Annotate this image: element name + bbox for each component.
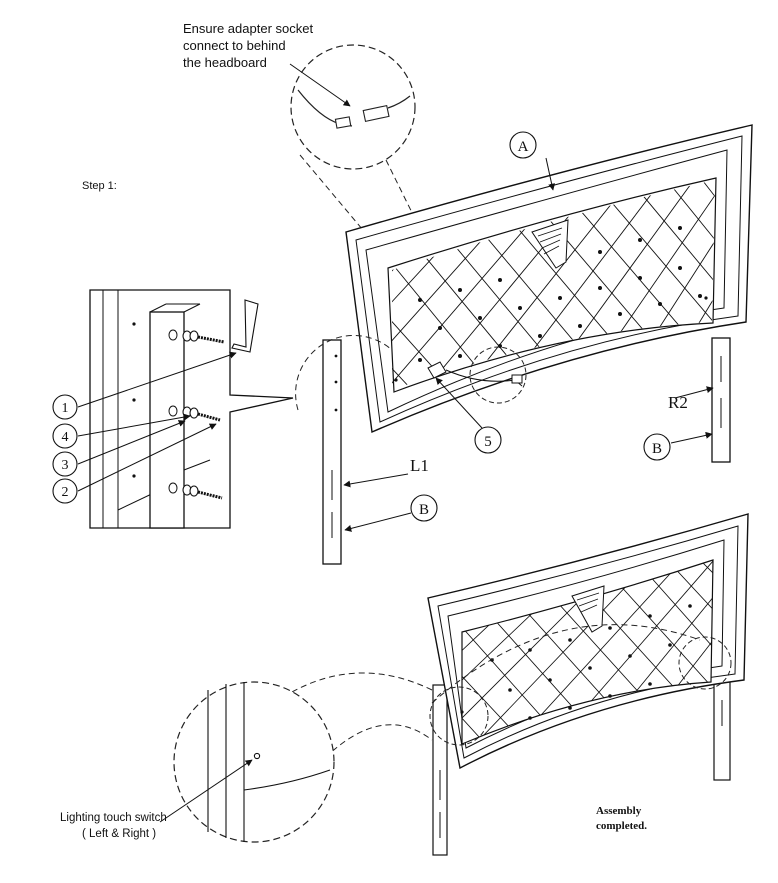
completed-light-fixture-ribs <box>576 592 600 613</box>
adapter-pointer-arrow <box>289 63 351 107</box>
pilot-hole-3 <box>132 474 136 478</box>
post-hole-3 <box>168 482 178 494</box>
label-4: 4 <box>62 430 69 445</box>
frame-hole-left <box>394 378 398 382</box>
label-3-circle <box>52 451 78 477</box>
adapter-location-circle <box>469 346 527 404</box>
headboard-frame-bevel <box>365 149 728 413</box>
switch-leader-dashed-1 <box>291 672 433 693</box>
detail-post-top-edge-2 <box>183 303 201 313</box>
post-hole-1 <box>168 329 178 341</box>
adapter-note-line3: the headboard <box>183 55 267 70</box>
switch-detail-circle <box>173 681 335 843</box>
label-L1: L1 <box>410 456 429 475</box>
label-1-circle <box>52 394 78 420</box>
label-B-right-circle <box>643 433 671 461</box>
adapter-detail-circle <box>290 44 416 170</box>
bolt-1 <box>197 335 225 344</box>
label-3-arrow <box>77 420 186 465</box>
adapter-note-line1: Ensure adapter socket <box>183 21 313 36</box>
switch-location-circle-right <box>678 636 732 690</box>
label-3: 3 <box>62 458 69 473</box>
hardware-detail-leader-arc <box>295 334 393 411</box>
post-hole-2 <box>168 405 178 417</box>
pilot-hole-1 <box>132 322 136 326</box>
touch-switch-icon <box>253 752 261 760</box>
switch-leader-dashed-2 <box>317 724 433 766</box>
hardware-detail <box>89 289 393 529</box>
bolt-3 <box>197 490 223 500</box>
right-post <box>711 337 731 463</box>
left-post-hole-3 <box>334 408 338 412</box>
switch-pointer-arrow <box>159 759 253 823</box>
panel-bevel-right <box>183 459 211 471</box>
label-B-right-arrow <box>670 431 713 444</box>
left-post-hole-2 <box>334 380 338 384</box>
label-B-left-arrow <box>344 512 412 532</box>
washer-3b <box>189 485 199 497</box>
step-title: Step 1: <box>82 180 117 192</box>
switch-note-line2: ( Left & Right ) <box>82 828 156 840</box>
label-1: 1 <box>62 401 69 416</box>
headboard-top <box>345 124 753 434</box>
frame-hole-right <box>704 296 708 300</box>
switch-panel-curve <box>243 769 331 791</box>
washer-1b <box>189 330 199 342</box>
washer-2b <box>189 407 199 419</box>
label-5-circle <box>474 426 502 454</box>
label-1-arrow <box>77 351 237 408</box>
detail-post-top-edge-1 <box>149 303 167 313</box>
completed-note-line1: Assembly <box>596 805 642 817</box>
tufting-buttons-bottom <box>490 604 692 720</box>
switch-link-dashed <box>431 624 701 704</box>
light-fixture-ribs <box>537 227 563 255</box>
label-5-arrow <box>435 377 483 429</box>
headboard-tufted-panel <box>387 177 717 393</box>
tufting-buttons-top <box>418 226 702 362</box>
completed-note-line2: completed. <box>596 820 647 832</box>
label-2-circle <box>52 478 78 504</box>
label-B-left-circle <box>410 494 438 522</box>
switch-note-line1: Lighting touch switch <box>60 812 167 824</box>
switch-location-circle-left <box>429 686 489 746</box>
label-B-right: B <box>652 441 662 457</box>
left-post <box>322 339 342 565</box>
label-R2-arrow <box>674 386 714 399</box>
label-L1-arrow <box>343 473 409 488</box>
adapter-box <box>427 361 447 379</box>
light-fixture <box>531 219 569 269</box>
headboard-completed <box>427 513 749 856</box>
label-A-circle <box>509 131 537 159</box>
adapter-socket <box>362 104 390 123</box>
label-5: 5 <box>484 434 492 450</box>
label-4-arrow <box>77 413 191 437</box>
wire-connector <box>511 374 523 384</box>
completed-frame-inner-line <box>437 525 739 759</box>
label-B-left: B <box>419 502 429 518</box>
label-2-arrow <box>77 423 217 492</box>
adapter-cable-right <box>387 95 411 109</box>
label-A-arrow <box>545 157 556 191</box>
pilot-hole-2 <box>132 398 136 402</box>
bolt-2 <box>197 412 221 422</box>
label-R2: R2 <box>668 393 688 412</box>
adapter-note-line2: connect to behind <box>183 38 286 53</box>
adapter-plug <box>334 116 352 129</box>
label-4-circle <box>52 423 78 449</box>
label-A: A <box>518 139 529 155</box>
left-post-hole-1 <box>334 354 338 358</box>
switch-detail <box>159 672 433 843</box>
completed-switch-hole <box>460 710 464 714</box>
completed-right-post <box>713 674 731 781</box>
label-2: 2 <box>62 485 69 500</box>
allen-key-icon <box>231 299 259 353</box>
